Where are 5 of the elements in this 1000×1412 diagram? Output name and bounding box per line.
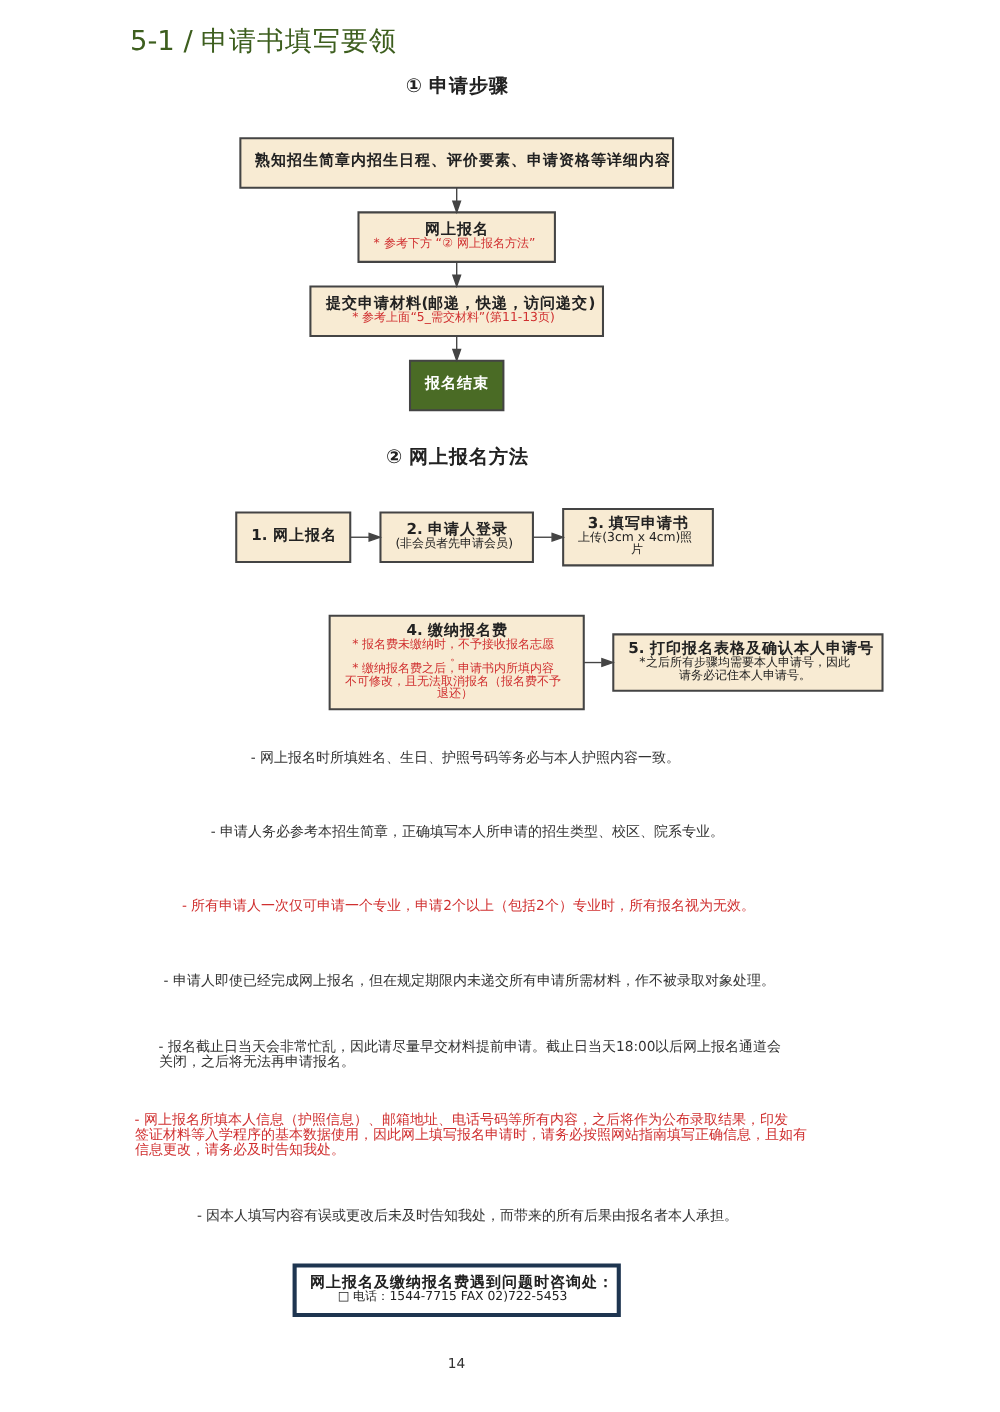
arrow <box>531 532 565 543</box>
label: ② 网上报名方法 <box>384 447 528 470</box>
diagram-title: 5-1 / 申请书填写要领 <box>128 26 397 59</box>
label: ① 申请步骤 <box>404 76 508 99</box>
arrow <box>349 532 382 543</box>
